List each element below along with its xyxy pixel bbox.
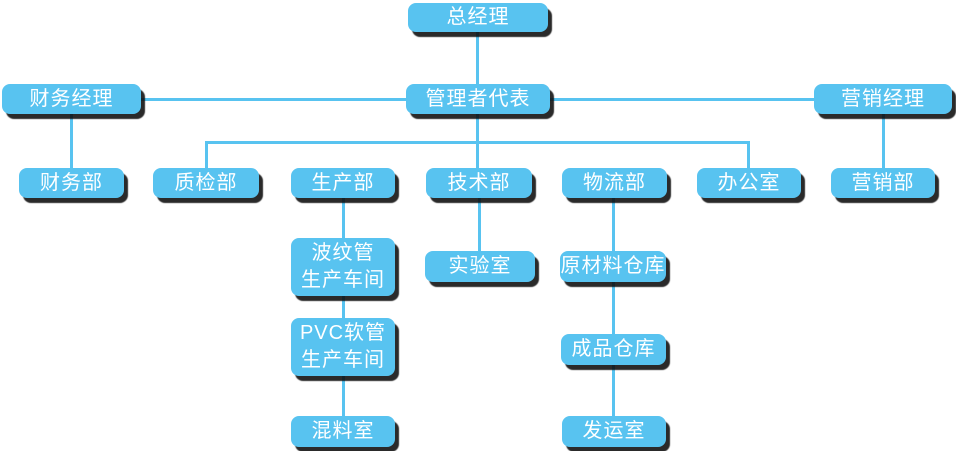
- connector-finance-manager-to-finance-dept: [70, 114, 73, 168]
- connector-marketing-manager-to-marketing-dept: [882, 114, 885, 168]
- connector-pvc-hose-workshop-to-mixing-room: [342, 376, 345, 416]
- org-node-laboratory: 实验室: [425, 251, 535, 282]
- org-node-mixing-room: 混料室: [291, 416, 395, 447]
- connector-production-dept-to-corrugated-pipe-workshop: [342, 198, 345, 238]
- connector-finance-manager-to-management-representative: [141, 98, 406, 101]
- connector-general-manager-to-management-representative: [476, 32, 479, 84]
- connector-technical-dept-to-laboratory: [478, 198, 481, 251]
- connector-management-representative-to-departments-row: [205, 141, 750, 144]
- org-node-finished-goods-warehouse: 成品仓库: [561, 334, 666, 365]
- org-node-corrugated-pipe-workshop: 波纹管 生产车间: [291, 238, 395, 296]
- connector-departments-row-to-quality-dept: [205, 141, 208, 168]
- org-node-finance-dept: 财务部: [19, 168, 124, 198]
- org-node-marketing-manager: 营销经理: [814, 84, 952, 114]
- org-node-technical-dept: 技术部: [426, 168, 532, 198]
- org-node-finance-manager: 财务经理: [2, 84, 141, 114]
- org-node-pvc-hose-workshop: PVC软管 生产车间: [291, 318, 395, 376]
- connector-corrugated-pipe-workshop-to-pvc-hose-workshop: [342, 296, 345, 318]
- org-node-production-dept: 生产部: [291, 168, 395, 198]
- org-node-marketing-dept: 营销部: [831, 168, 935, 198]
- org-node-general-manager: 总经理: [408, 3, 548, 32]
- connector-raw-material-warehouse-to-finished-goods-warehouse: [612, 282, 615, 334]
- connector-logistics-dept-to-raw-material-warehouse: [612, 198, 615, 251]
- connector-finished-goods-warehouse-to-shipping-room: [612, 365, 615, 416]
- org-node-quality-dept: 质检部: [153, 168, 259, 198]
- connector-departments-row-to-office: [747, 141, 750, 168]
- org-node-logistics-dept: 物流部: [562, 168, 667, 198]
- org-node-raw-material-warehouse: 原材料仓库: [560, 251, 666, 282]
- org-node-shipping-room: 发运室: [562, 416, 666, 447]
- org-node-office: 办公室: [697, 168, 801, 198]
- org-node-management-representative: 管理者代表: [406, 84, 550, 114]
- connector-management-representative-to-marketing-manager: [550, 98, 814, 101]
